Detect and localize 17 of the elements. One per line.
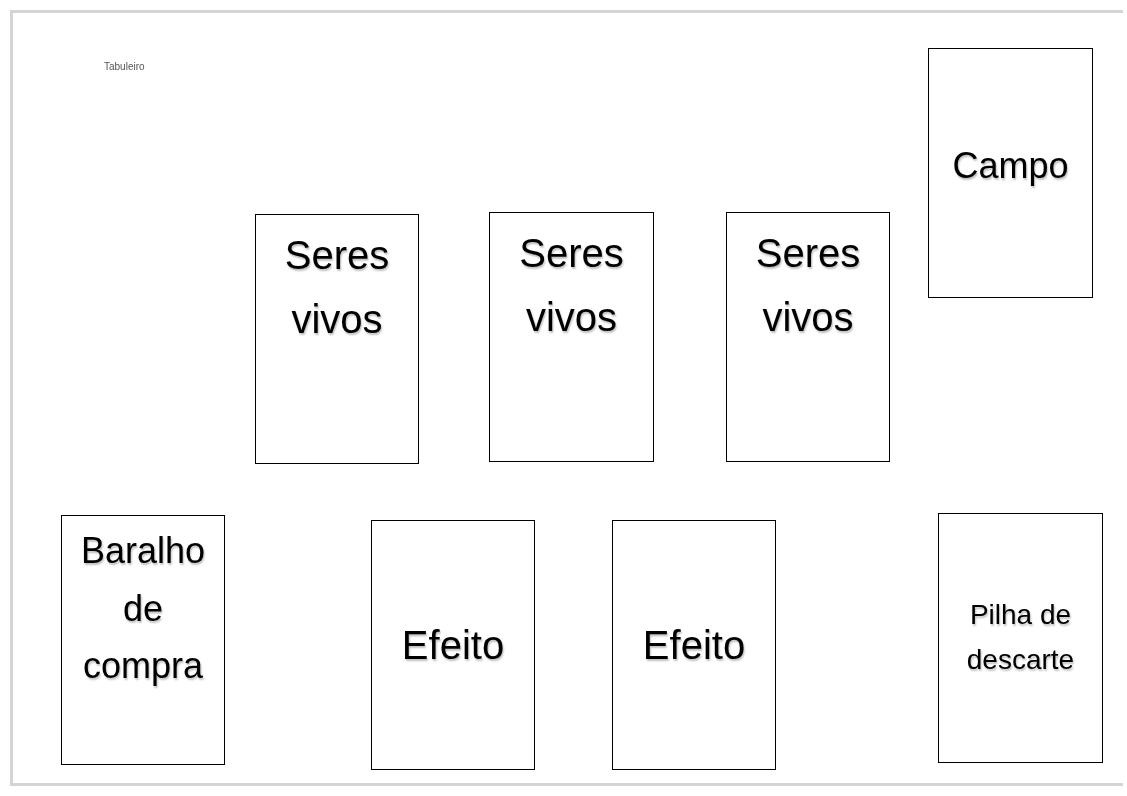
- card-slot: [612, 520, 776, 770]
- slot-label: Seres vivos: [283, 232, 391, 343]
- slot-label: Efeito: [642, 622, 746, 669]
- card-slot: [489, 212, 654, 462]
- slot-label: Pilha de descarte: [965, 598, 1076, 677]
- card-slot: [938, 513, 1103, 763]
- card-slot: [726, 212, 890, 462]
- board-title: Tabuleiro: [104, 61, 145, 72]
- slot-label: Efeito: [401, 622, 505, 669]
- card-slot: [928, 48, 1093, 298]
- slot-label: Seres vivos: [754, 230, 862, 341]
- card-slot: [371, 520, 535, 770]
- card-slot: [61, 515, 225, 765]
- slot-label: Seres vivos: [518, 230, 625, 341]
- card-slot: [255, 214, 419, 464]
- slot-label: Campo: [952, 144, 1069, 188]
- slot-label: Baralho de compra: [79, 529, 207, 689]
